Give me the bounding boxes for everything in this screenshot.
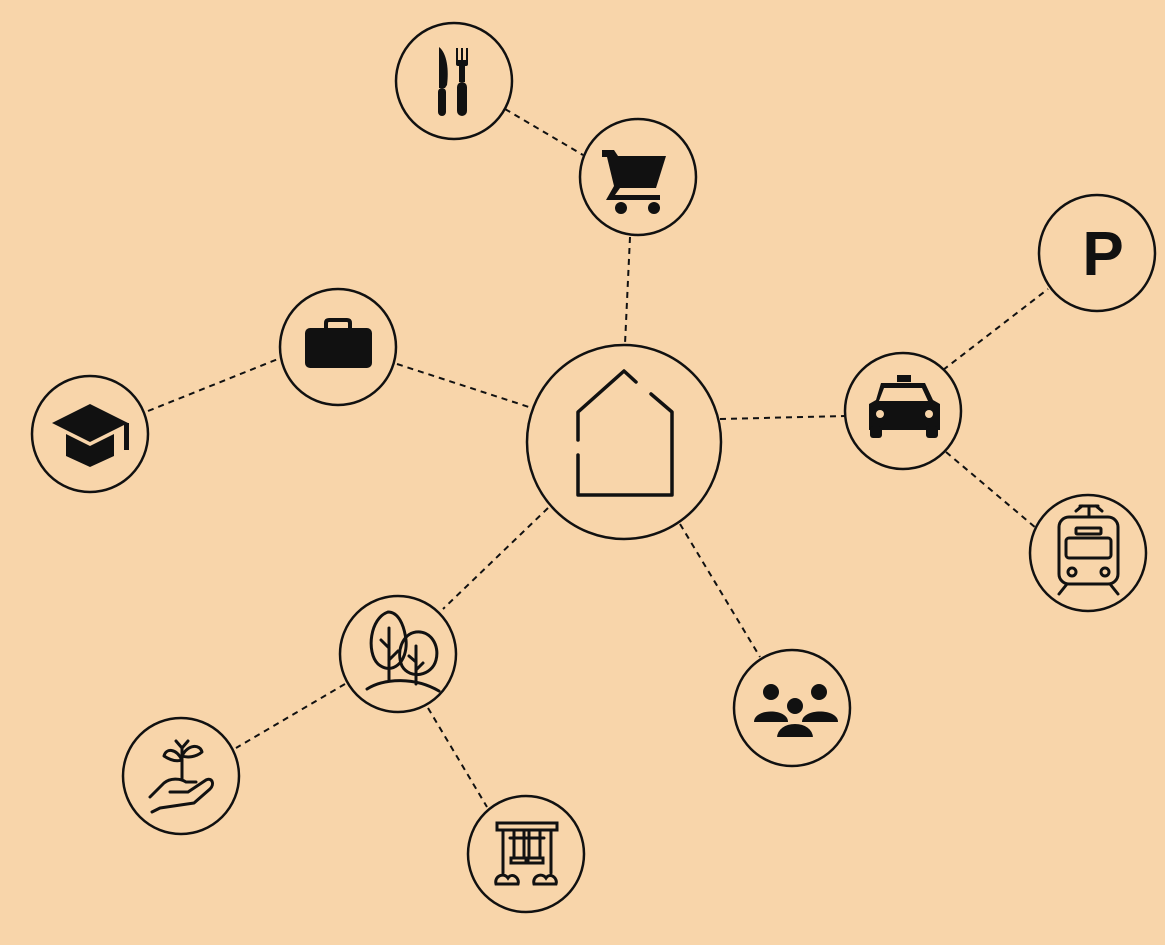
- edge-taxi-tram: [945, 451, 1037, 529]
- shopping-cart-icon: [602, 150, 666, 214]
- people-group-icon: [754, 684, 838, 739]
- edge-home-work: [396, 363, 533, 409]
- swing-icon: [494, 821, 559, 886]
- home-outline-icon: [576, 369, 674, 497]
- tram-node: [1028, 493, 1148, 613]
- tram-icon: [1057, 504, 1120, 596]
- edge-shopping-restaurant: [504, 108, 584, 156]
- edge-home-park: [442, 507, 549, 610]
- edge-home-shopping: [624, 236, 631, 345]
- restaurant-node: [394, 21, 514, 141]
- graduation-cap-icon: [52, 404, 129, 467]
- edge-park-playground: [427, 707, 488, 808]
- education-node: [30, 374, 150, 494]
- plant-in-hand-icon: [148, 739, 215, 814]
- taxi-node: [843, 351, 963, 471]
- parking-node: P: [1037, 193, 1157, 313]
- taxi-icon: [869, 375, 940, 438]
- work-node: [278, 287, 398, 407]
- briefcase-icon: [305, 318, 372, 368]
- edge-home-taxi: [719, 415, 846, 420]
- trees-icon: [365, 610, 441, 693]
- park-node: [338, 594, 458, 714]
- parking-label: P: [1082, 220, 1123, 289]
- knife-fork-icon: [438, 47, 468, 116]
- home-node: [525, 343, 723, 541]
- community-node: [732, 648, 852, 768]
- edge-taxi-parking: [942, 288, 1049, 371]
- edge-home-community: [679, 523, 761, 658]
- shopping-node: [578, 117, 698, 237]
- edge-work-education: [147, 356, 284, 412]
- gardening-node: [121, 716, 241, 836]
- playground-node: [466, 794, 586, 914]
